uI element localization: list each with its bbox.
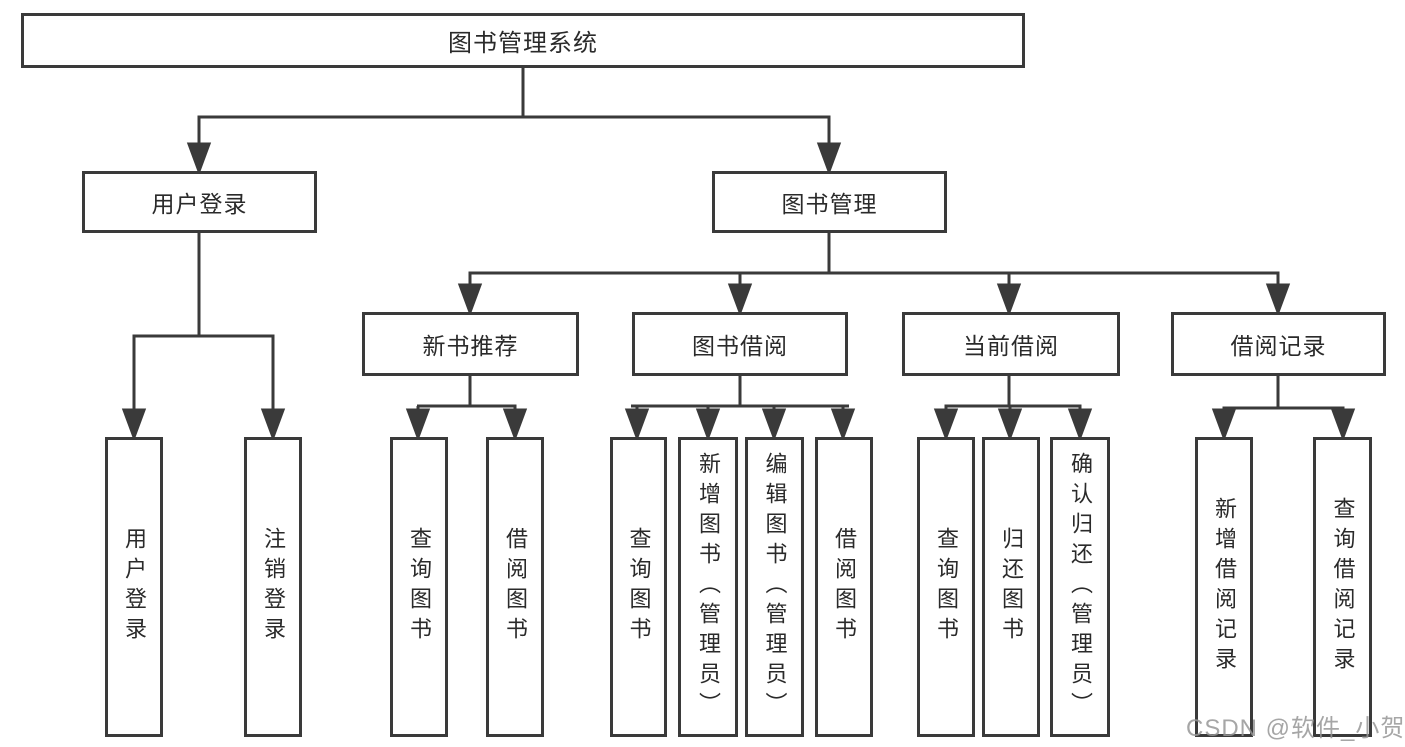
node-book-management: 图书管理 (712, 171, 947, 233)
node-current-borrow-label: 当前借阅 (963, 333, 1059, 359)
connector-current-to-leaves (933, 374, 1093, 442)
leaf-query-book-current: 查询图书 (917, 437, 975, 737)
leaf-return-book: 归还图书 (982, 437, 1040, 737)
connector-root-to-level2 (186, 66, 842, 176)
node-user-login: 用户登录 (82, 171, 317, 233)
leaf-query-book-current-label: 查询图书 (934, 527, 959, 647)
node-book-management-label: 图书管理 (781, 191, 878, 217)
node-user-login-label: 用户登录 (151, 191, 248, 217)
leaf-confirm-return-admin: 确认归还（管理员） (1050, 437, 1110, 737)
leaf-logout-login-label: 注销登录 (261, 527, 286, 647)
leaf-query-book-borrow: 查询图书 (610, 437, 667, 737)
node-book-borrow-label: 图书借阅 (692, 333, 788, 359)
node-new-book-recommend-label: 新书推荐 (422, 333, 519, 359)
leaf-user-login: 用户登录 (105, 437, 163, 737)
node-root: 图书管理系统 (21, 13, 1025, 68)
leaf-add-borrow-record-label: 新增借阅记录 (1212, 497, 1237, 677)
leaf-add-borrow-record: 新增借阅记录 (1195, 437, 1253, 737)
connector-bookmgmt-to-level3 (457, 231, 1291, 317)
node-borrow-record-label: 借阅记录 (1230, 333, 1327, 359)
leaf-query-book-recommend-label: 查询图书 (407, 527, 432, 647)
leaf-logout-login: 注销登录 (244, 437, 302, 737)
leaf-edit-book-admin-label: 编辑图书（管理员） (762, 452, 788, 722)
connector-record-to-leaves (1211, 374, 1356, 442)
node-borrow-record: 借阅记录 (1171, 312, 1386, 376)
leaf-query-book-borrow-label: 查询图书 (626, 527, 652, 647)
leaf-user-login-label: 用户登录 (122, 527, 147, 647)
leaf-return-book-label: 归还图书 (999, 527, 1024, 647)
leaf-confirm-return-admin-label: 确认归还（管理员） (1068, 452, 1093, 722)
node-book-borrow: 图书借阅 (632, 312, 848, 376)
node-new-book-recommend: 新书推荐 (362, 312, 579, 376)
node-root-label: 图书管理系统 (448, 30, 598, 57)
leaf-borrow-book: 借阅图书 (815, 437, 873, 737)
watermark: CSDN @软件_小贺同学 (1186, 715, 1405, 742)
leaf-query-borrow-record: 查询借阅记录 (1313, 437, 1372, 737)
connector-userlogin-to-leaves (121, 231, 286, 442)
leaf-borrow-book-recommend-label: 借阅图书 (503, 527, 528, 647)
node-current-borrow: 当前借阅 (902, 312, 1120, 376)
leaf-edit-book-admin: 编辑图书（管理员） (745, 437, 804, 737)
leaf-query-borrow-record-label: 查询借阅记录 (1330, 497, 1356, 677)
leaf-query-book-recommend: 查询图书 (390, 437, 448, 737)
leaf-borrow-book-label: 借阅图书 (832, 527, 857, 647)
leaf-add-book-admin-label: 新增图书（管理员） (696, 452, 721, 722)
leaf-add-book-admin: 新增图书（管理员） (678, 437, 738, 737)
leaf-borrow-book-recommend: 借阅图书 (486, 437, 544, 737)
connector-borrow-to-leaves (624, 374, 856, 442)
connector-recommend-to-leaves (405, 374, 528, 442)
